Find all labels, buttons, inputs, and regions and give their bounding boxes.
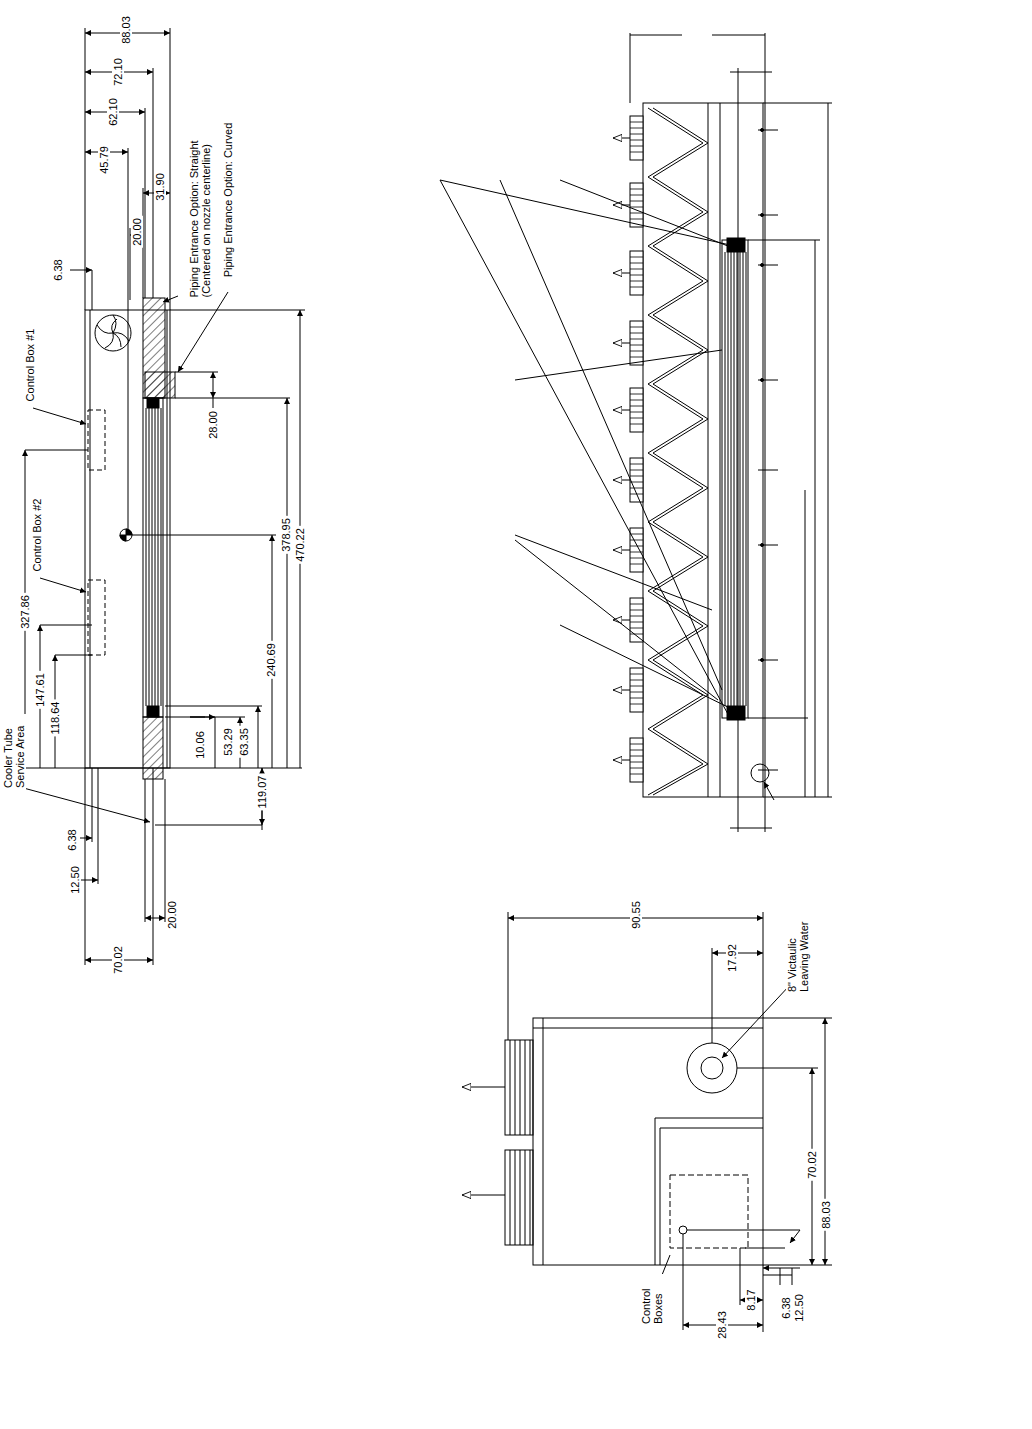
dimension-value: 45.79 [98,144,110,176]
dimension-value: 327.86 [19,593,31,631]
dimension-value: 119.07 [256,774,268,811]
dimension-value: 12.50 [793,1292,805,1324]
dimension-value: 10.06 [194,729,206,761]
dimension-value: 63.35 [238,726,250,758]
dimension-value: 88.03 [120,14,132,46]
part-label: Control Box #1 [24,327,36,404]
option-note: Piping Entrance Option: Straight (Center… [188,101,212,300]
dimension-value: 53.29 [222,726,234,758]
dimension-value: 8.17 [745,1287,757,1312]
end-view [462,912,832,1332]
top-view [16,28,305,965]
dimension-value: 20.00 [166,899,178,931]
part-label: Control Box #2 [31,497,43,574]
dimension-value: 28.43 [716,1309,728,1341]
side-view [440,33,832,832]
dimension-value: 70.02 [112,944,124,976]
option-note: Piping Entrance Option: Curved [222,121,234,280]
dimension-value: 62.10 [107,96,119,128]
dimension-value: 12.50 [69,864,81,896]
dimension-value: 6.38 [780,1295,792,1320]
dimension-value: 240.69 [265,641,277,679]
connection-label: 8" Victaulic Leaving Water [786,910,810,994]
dimension-value: 118.64 [49,700,61,737]
dimension-value: 90.55 [630,899,642,931]
part-label: Control Boxes [640,1274,664,1326]
dimension-value: 70.02 [806,1149,818,1181]
dimension-value: 72.10 [112,56,124,88]
dimension-value: 17.92 [726,942,738,974]
dimension-value: 31.90 [154,171,166,203]
dimension-value: 378.95 [280,516,292,554]
dimension-value: 20.00 [131,216,143,248]
dimension-value: 88.03 [820,1199,832,1231]
dimension-value: 6.38 [66,827,78,852]
dimension-value: 470.22 [294,526,306,564]
area-label: Cooler Tube Service Area [2,714,26,790]
dimension-value: 147.61 [34,671,46,709]
dimension-value: 28.00 [207,409,219,441]
dimension-value: 6.38 [52,257,64,282]
